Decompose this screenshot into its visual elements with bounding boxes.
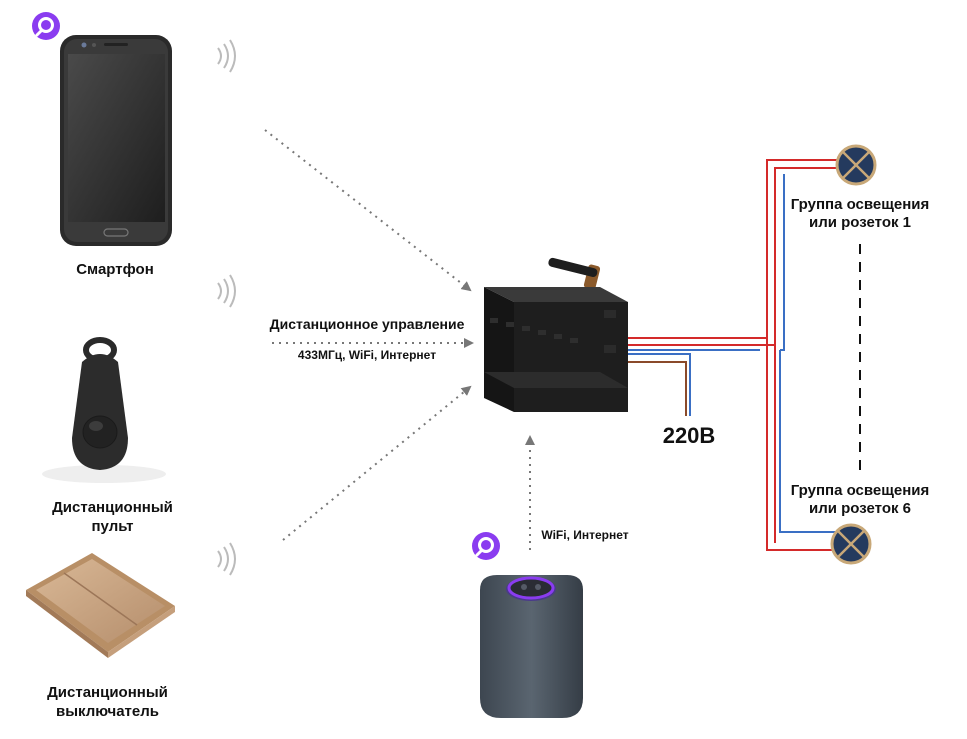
wall-switch: [26, 553, 175, 658]
link-arrow-smartphone: [264, 129, 472, 292]
assistant-logo-icon: [472, 532, 500, 560]
smart-controller: [484, 257, 628, 412]
assistant-logo-icon: [32, 12, 60, 40]
remote-label-line1: Дистанционный: [52, 499, 173, 516]
voltage-label: 220В: [662, 423, 716, 448]
remote-label-line2: пульт: [91, 518, 134, 535]
lamp-icon: [830, 523, 872, 565]
wifi-signal-icon: [217, 274, 236, 308]
wifi-signal-icon: [217, 542, 236, 576]
group6-label-line2: или розеток 6: [809, 500, 911, 517]
remote-control-label: Дистанционное управление: [269, 316, 465, 332]
smart-speaker: [480, 575, 583, 718]
group1-label-line2: или розеток 1: [809, 214, 911, 231]
key-fob-remote: [42, 337, 166, 483]
speaker-link-label: WiFi, Интернет: [541, 528, 629, 542]
protocols-label: 433МГц, WiFi, Интернет: [297, 348, 437, 362]
group6-label-line1: Группа освещения: [790, 482, 930, 499]
switch-label-line2: выключатель: [56, 703, 159, 720]
power-input-wires: [628, 353, 691, 416]
link-arrow-switch: [282, 385, 472, 541]
switch-label-line1: Дистанционный: [47, 684, 168, 701]
wifi-signal-icon: [217, 39, 236, 73]
smartphone-label: Смартфон: [76, 261, 154, 278]
output-wires: [628, 159, 838, 551]
smartphone-device: [60, 35, 172, 246]
group1-label-line1: Группа освещения: [790, 196, 930, 213]
lamp-icon: [835, 144, 877, 186]
